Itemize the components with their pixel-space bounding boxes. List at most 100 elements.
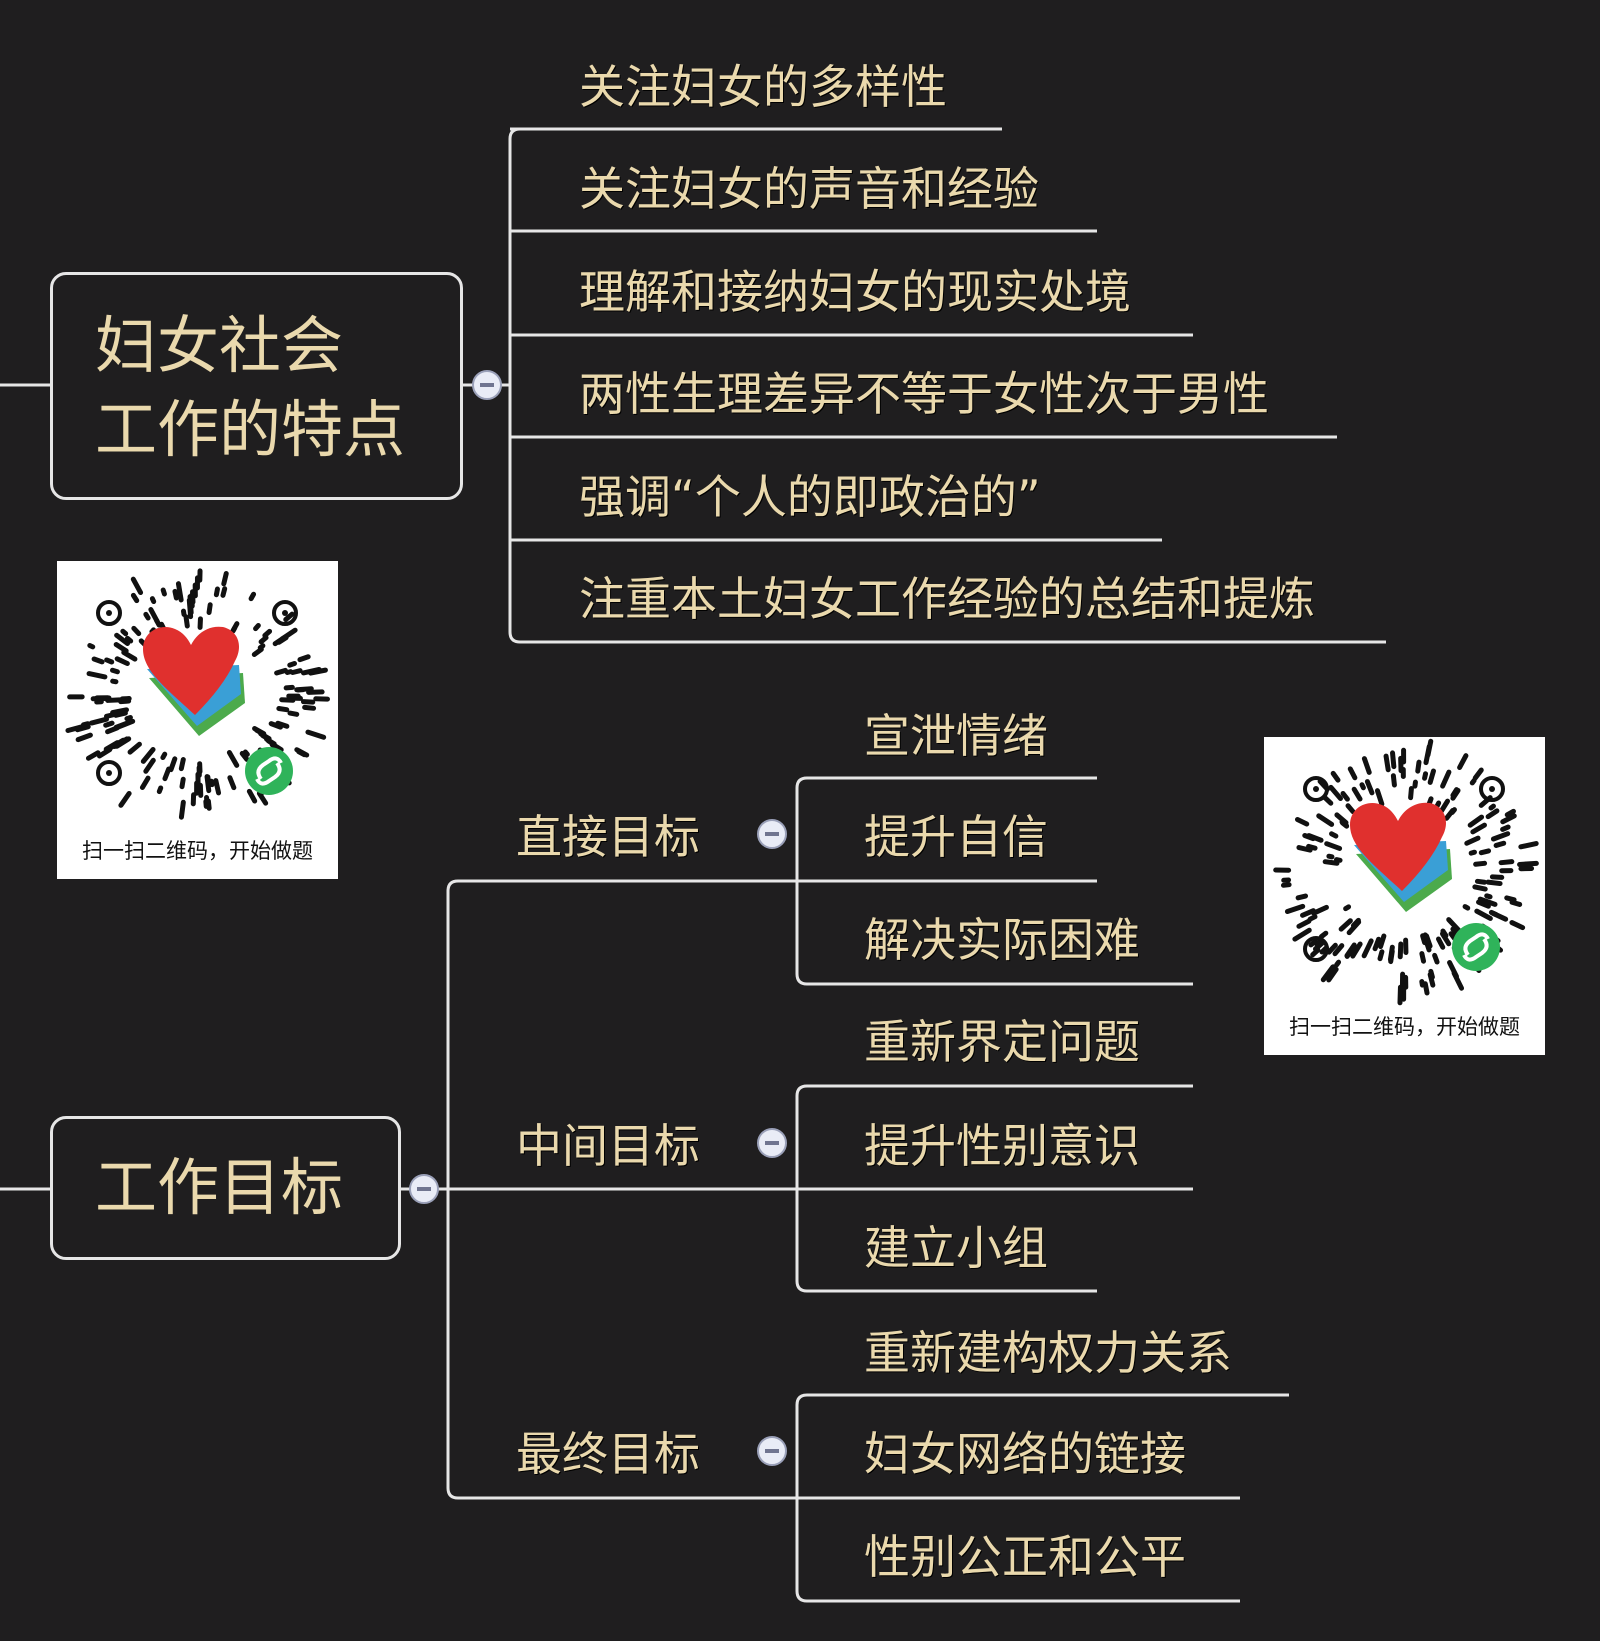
goal-item[interactable]: 宣泄情绪 bbox=[864, 709, 1048, 763]
goal-item[interactable]: 提升性别意识 bbox=[864, 1119, 1140, 1173]
code-dash bbox=[1474, 908, 1493, 921]
collapse-features-icon[interactable] bbox=[472, 370, 502, 400]
code-dash bbox=[1462, 904, 1471, 911]
code-dash bbox=[89, 716, 110, 726]
code-dash bbox=[220, 586, 228, 598]
code-dash bbox=[300, 666, 322, 676]
code-dash bbox=[1296, 918, 1312, 929]
code-dash bbox=[1308, 938, 1318, 948]
goal-direct-label[interactable]: 直接目标 bbox=[516, 810, 700, 864]
goal-item[interactable]: 提升自信 bbox=[864, 810, 1048, 864]
code-dash bbox=[87, 642, 96, 650]
code-dash bbox=[172, 588, 179, 601]
goal-item[interactable]: 重新建构权力关系 bbox=[864, 1326, 1232, 1380]
code-dash bbox=[1350, 941, 1363, 959]
code-dash bbox=[268, 721, 283, 730]
code-dash bbox=[1412, 779, 1418, 789]
goal-item[interactable]: 重新界定问题 bbox=[864, 1015, 1140, 1069]
collapse-middle-icon[interactable] bbox=[757, 1128, 787, 1158]
code-dash bbox=[246, 788, 258, 804]
code-dash bbox=[1420, 933, 1428, 946]
finder-dot bbox=[106, 610, 112, 616]
goal-item[interactable]: 性别公正和公平 bbox=[864, 1530, 1186, 1584]
code-dash bbox=[1397, 941, 1404, 960]
feature-item[interactable]: 强调“个人的即政治的” bbox=[579, 470, 1041, 524]
code-dash bbox=[1306, 843, 1318, 851]
code-dash bbox=[85, 750, 101, 761]
code-dash bbox=[1457, 753, 1469, 771]
code-dash bbox=[290, 668, 303, 675]
code-dash bbox=[1316, 813, 1335, 827]
code-dash bbox=[1476, 899, 1491, 909]
code-dash bbox=[1493, 840, 1507, 848]
code-dash bbox=[1419, 979, 1425, 988]
goal-item[interactable]: 妇女网络的链接 bbox=[864, 1427, 1186, 1481]
feature-item[interactable]: 理解和接纳妇女的现实处境 bbox=[579, 265, 1131, 319]
code-dash bbox=[1307, 914, 1318, 922]
code-dash bbox=[1427, 768, 1437, 785]
code-dash bbox=[65, 724, 86, 734]
code-dash bbox=[118, 698, 132, 705]
code-dash bbox=[148, 607, 160, 624]
code-dash bbox=[221, 570, 229, 587]
code-dash bbox=[1334, 959, 1342, 968]
goal-item[interactable]: 建立小组 bbox=[864, 1221, 1048, 1275]
code-dash bbox=[178, 757, 186, 772]
code-dash bbox=[103, 710, 123, 719]
code-dash bbox=[1318, 930, 1329, 940]
topic-node-features[interactable]: 妇女社会 工作的特点 bbox=[50, 272, 463, 500]
code-dash bbox=[1284, 903, 1306, 915]
qr-caption: 扫一扫二维码，开始做题 bbox=[82, 839, 313, 863]
code-dash bbox=[1500, 813, 1517, 825]
code-dash bbox=[1424, 933, 1433, 949]
code-dash bbox=[206, 602, 213, 616]
code-dash bbox=[1377, 949, 1385, 962]
code-dash bbox=[1498, 859, 1515, 866]
code-dash bbox=[149, 596, 157, 605]
goal-item[interactable]: 解决实际困难 bbox=[864, 913, 1140, 967]
code-dash bbox=[284, 669, 294, 676]
feature-item[interactable]: 注重本土妇女工作经验的总结和提炼 bbox=[579, 572, 1315, 626]
finder-ring bbox=[1479, 776, 1505, 802]
feature-item[interactable]: 关注妇女的声音和经验 bbox=[579, 162, 1039, 216]
collapse-final-icon[interactable] bbox=[757, 1436, 787, 1466]
code-dash bbox=[1450, 787, 1461, 801]
qr-code-right[interactable]: 扫一扫二维码，开始做题 bbox=[1264, 737, 1545, 1055]
code-dash bbox=[1339, 819, 1349, 828]
code-dash bbox=[1484, 893, 1493, 900]
code-dash bbox=[273, 743, 284, 753]
code-dash bbox=[1330, 770, 1341, 783]
code-dash bbox=[302, 704, 317, 711]
goal-middle-label[interactable]: 中间目标 bbox=[516, 1119, 700, 1173]
code-dash bbox=[1280, 882, 1292, 888]
code-dash bbox=[130, 592, 140, 604]
code-dash bbox=[1467, 814, 1485, 828]
collapse-goals-icon[interactable] bbox=[409, 1174, 439, 1204]
code-dash bbox=[1326, 966, 1339, 983]
code-dash bbox=[242, 749, 250, 757]
collapse-direct-icon[interactable] bbox=[757, 819, 787, 849]
qr-code-left[interactable]: 扫一扫二维码，开始做题 bbox=[57, 561, 338, 879]
code-dash bbox=[86, 671, 108, 680]
feature-item[interactable]: 关注妇女的多样性 bbox=[579, 60, 947, 114]
feature-item[interactable]: 两性生理差异不等于女性次于男性 bbox=[579, 367, 1269, 421]
code-dash bbox=[75, 732, 93, 743]
goal-final-label[interactable]: 最终目标 bbox=[516, 1427, 700, 1481]
bracket-middle bbox=[795, 1084, 1193, 1293]
code-dash bbox=[1329, 831, 1339, 839]
topic-node-goals[interactable]: 工作目标 bbox=[50, 1116, 401, 1260]
code-dash bbox=[1343, 904, 1352, 912]
code-dash bbox=[1415, 759, 1422, 774]
code-dash bbox=[180, 608, 187, 617]
topic-title-line-1: 妇女社会 bbox=[95, 309, 344, 382]
code-dash bbox=[1294, 816, 1310, 827]
code-dash bbox=[1509, 920, 1526, 931]
code-dash bbox=[1359, 782, 1366, 791]
code-dash bbox=[103, 720, 115, 728]
topic-title-line-2: 工作的特点 bbox=[95, 393, 406, 466]
code-dash bbox=[205, 774, 212, 788]
code-dash bbox=[1338, 918, 1353, 932]
code-dash bbox=[1364, 779, 1375, 796]
code-dash bbox=[1344, 942, 1357, 959]
